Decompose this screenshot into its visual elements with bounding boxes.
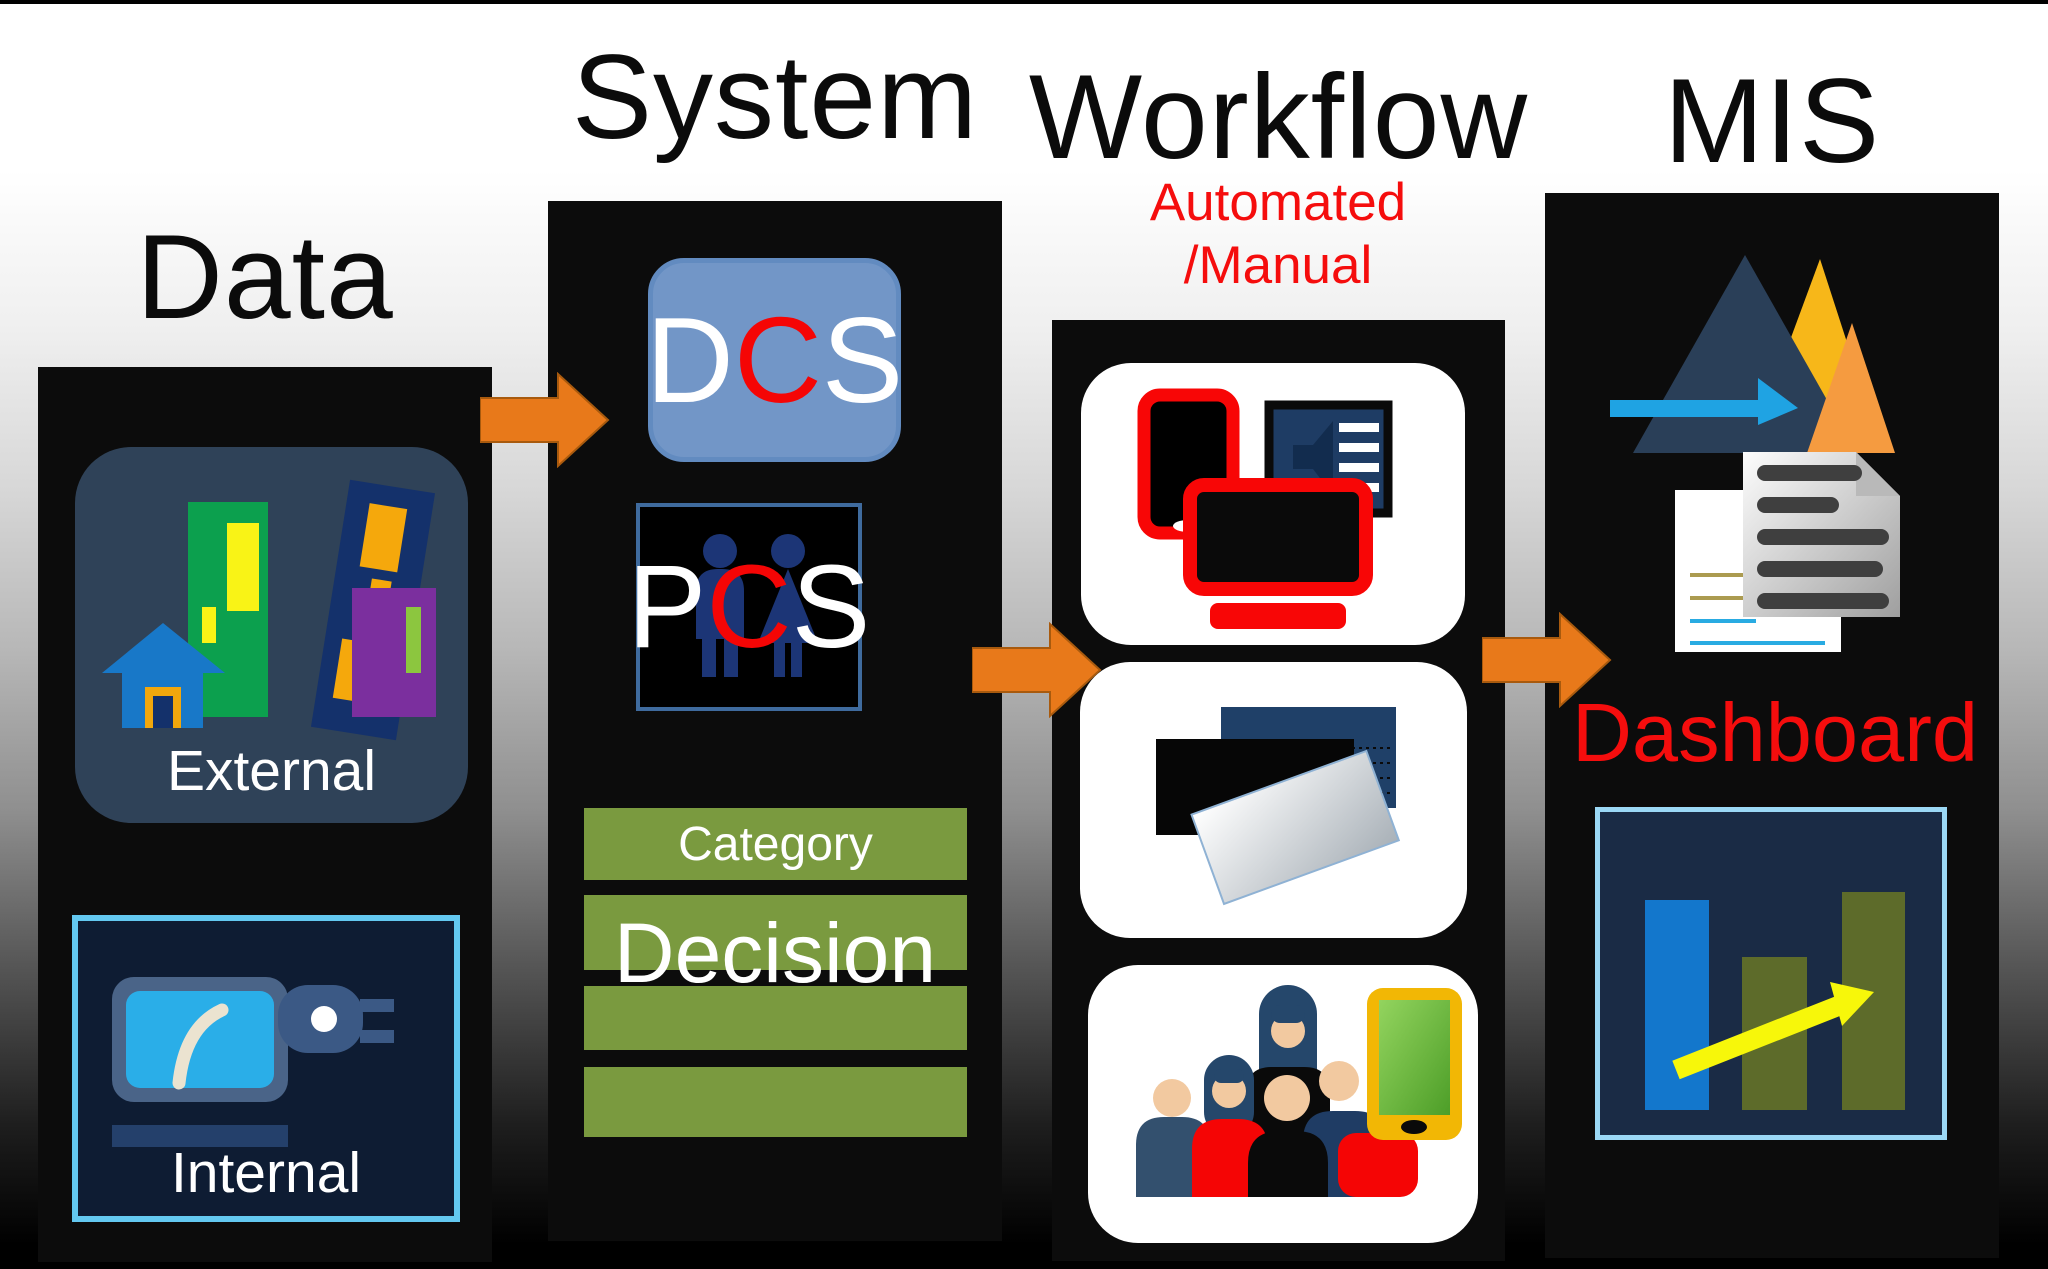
- people-silhouette-icon: [696, 534, 818, 677]
- category-bar: Category: [584, 808, 967, 880]
- system-title: System: [571, 30, 979, 164]
- smartphone-icon: [1367, 988, 1462, 1140]
- mis-title: MIS: [1663, 54, 1881, 188]
- mountain-chart-documents-icon: [1610, 255, 1900, 652]
- workflow-title: Workflow: [1028, 50, 1529, 184]
- arrow-data-to-system-icon: [480, 372, 610, 468]
- dashboard-chart: [1595, 807, 1947, 1140]
- green-bar-4: [584, 1067, 967, 1137]
- workflow-step-cards: [1080, 662, 1467, 938]
- cards-icon: [1156, 707, 1401, 906]
- bar-chart-icon: [1645, 892, 1905, 1110]
- internal-data-plug-icon: [72, 915, 460, 1222]
- trend-arrow-icon: [1672, 982, 1874, 1080]
- dcs-letter-d: D: [645, 292, 734, 428]
- green-bar-3: [584, 986, 967, 1050]
- arrow-workflow-to-mis-icon: [1482, 612, 1612, 708]
- external-data-city-icon: [75, 447, 468, 823]
- manual-label: /Manual: [1183, 235, 1373, 295]
- decision-label: Decision: [613, 906, 937, 1000]
- devices-icon: [1137, 388, 1393, 629]
- pcs-letter-c: C: [706, 541, 792, 673]
- external-label: External: [166, 739, 377, 803]
- pcs-letter-p: P: [627, 541, 707, 673]
- workflow-step-devices: [1081, 363, 1465, 645]
- pcs-letter-s: S: [791, 541, 871, 673]
- dashboard-label: Dashboard: [1571, 686, 1979, 779]
- automated-label: Automated: [1149, 173, 1407, 232]
- dcs-letter-s: S: [821, 292, 904, 428]
- people-group-icon: [1136, 985, 1462, 1197]
- internal-label: Internal: [170, 1141, 362, 1205]
- workflow-mode-note: Automated /Manual: [1082, 172, 1474, 297]
- dcs-letter-c: C: [733, 292, 822, 428]
- arrow-system-to-workflow-icon: [972, 622, 1102, 718]
- green-bar-2: [584, 895, 967, 970]
- data-title: Data: [136, 210, 394, 344]
- workflow-step-people: [1088, 965, 1478, 1243]
